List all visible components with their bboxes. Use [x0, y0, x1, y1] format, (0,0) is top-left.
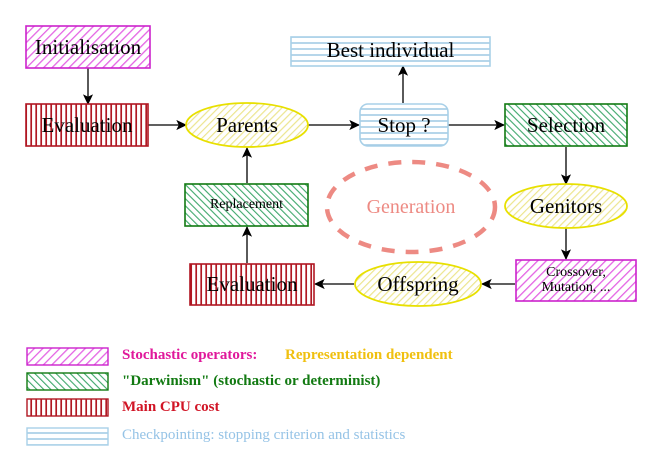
node-crossover-mutation[interactable]: [515, 259, 637, 302]
node-stop[interactable]: [359, 103, 449, 147]
legend-label-darwinism: "Darwinism" (stochastic or determinist): [122, 373, 381, 389]
legend-label-stochastic-operators: Stochastic operators:: [122, 347, 258, 363]
legend-label-main-cpu-cost: Main CPU cost: [122, 399, 220, 415]
legend-label-representation-dependent: Representation dependent: [285, 347, 453, 363]
node-evaluation-top[interactable]: [25, 103, 149, 147]
node-offspring[interactable]: [354, 261, 482, 307]
node-replacement[interactable]: [184, 183, 309, 227]
node-generation: [324, 159, 498, 255]
node-selection[interactable]: [504, 103, 628, 147]
legend-swatch-blue-horizontal: [26, 427, 109, 446]
node-parents[interactable]: [185, 102, 309, 148]
legend-swatch-red-vertical: [26, 398, 109, 417]
node-genitors[interactable]: [504, 183, 628, 229]
legend-swatch-magenta-diagonal: [26, 347, 109, 366]
node-best-individual[interactable]: [290, 36, 491, 67]
node-initialisation[interactable]: [25, 25, 151, 69]
legend-swatch-green-diagonal: [26, 372, 109, 391]
node-label-generation: Generation: [366, 195, 456, 218]
node-evaluation-bottom[interactable]: [189, 263, 315, 306]
legend-label-checkpointing: Checkpointing: stopping criterion and st…: [122, 427, 406, 443]
